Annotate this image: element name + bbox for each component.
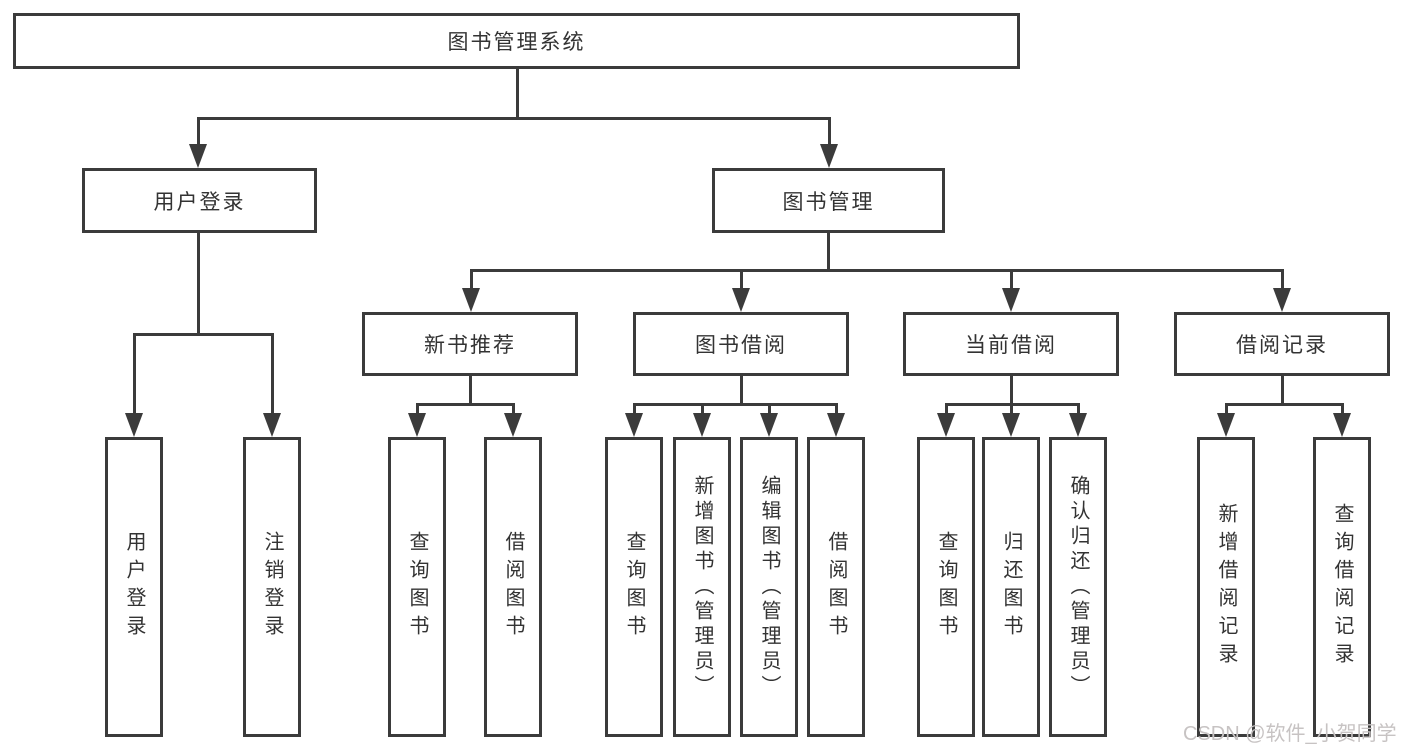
node-book-borrowing: 图书借阅 [633,312,849,376]
leaf-user-login-label: 用户登录 [123,531,145,643]
connector-line [1281,271,1284,290]
arrow-down-icon [1273,288,1291,312]
connector-line [416,406,419,415]
leaf-query-books-2: 查询图书 [605,437,663,737]
arrow-down-icon [263,413,281,437]
arrow-down-icon [760,413,778,437]
connector-line [1077,406,1080,415]
connector-line [133,336,136,415]
connector-line [740,271,743,290]
leaf-user-login: 用户登录 [105,437,163,737]
connector-line [740,376,743,406]
arrow-down-icon [1002,288,1020,312]
leaf-borrow-books-1-label: 借阅图书 [502,531,524,643]
arrow-down-icon [1217,413,1235,437]
connector-line [827,233,830,272]
connector-line [828,118,831,146]
leaf-add-book-admin: 新增图书（管理员） [673,437,731,737]
leaf-edit-book-admin-label: 编辑图书（管理员） [758,474,780,700]
connector-line [945,406,948,415]
leaf-query-books-3: 查询图书 [917,437,975,737]
arrow-down-icon [1333,413,1351,437]
node-user-login-label: 用户登录 [153,190,246,214]
leaf-borrow-books-2: 借阅图书 [807,437,865,737]
connector-line [701,406,704,415]
connector-line [197,118,200,146]
leaf-logout-label: 注销登录 [261,531,283,643]
node-user-login: 用户登录 [82,168,317,233]
leaf-query-books-2-label: 查询图书 [623,531,645,643]
connector-line [271,336,274,415]
arrow-down-icon [732,288,750,312]
arrow-down-icon [408,413,426,437]
leaf-confirm-return-admin: 确认归还（管理员） [1049,437,1107,737]
arrow-down-icon [937,413,955,437]
connector-line [197,117,831,120]
node-borrow-records: 借阅记录 [1174,312,1390,376]
connector-line [470,271,473,290]
leaf-edit-book-admin: 编辑图书（管理员） [740,437,798,737]
arrow-down-icon [693,413,711,437]
leaf-add-book-admin-label: 新增图书（管理员） [691,474,713,700]
arrow-down-icon [827,413,845,437]
node-library-system: 图书管理系统 [13,13,1020,69]
connector-line [1010,376,1013,406]
node-book-management-label: 图书管理 [782,190,875,214]
leaf-borrow-books-2-label: 借阅图书 [825,531,847,643]
leaf-borrow-books-1: 借阅图书 [484,437,542,737]
connector-line [470,269,1284,272]
connector-line [1010,406,1013,415]
connector-line [633,406,636,415]
connector-line [1281,376,1284,406]
node-library-system-label: 图书管理系统 [447,31,586,54]
connector-line [633,403,838,406]
leaf-query-books-1-label: 查询图书 [406,531,428,643]
node-new-book-recommend: 新书推荐 [362,312,578,376]
connector-line [945,403,1080,406]
connector-line [1341,406,1344,415]
connector-line [1225,406,1228,415]
leaf-confirm-return-admin-label: 确认归还（管理员） [1067,474,1089,700]
connector-line [516,69,519,118]
node-current-borrowing-label: 当前借阅 [965,334,1057,357]
connector-line [768,406,771,415]
connector-line [469,376,472,406]
leaf-query-books-1: 查询图书 [388,437,446,737]
csdn-watermark: CSDN @软件_小贺同学 [1183,723,1397,745]
leaf-query-books-3-label: 查询图书 [935,531,957,643]
node-book-borrowing-label: 图书借阅 [695,334,787,357]
leaf-add-borrow-record-label: 新增借阅记录 [1215,503,1237,671]
connector-line [416,403,515,406]
arrow-down-icon [1069,413,1087,437]
arrow-down-icon [1002,413,1020,437]
arrow-down-icon [189,144,207,168]
node-borrow-records-label: 借阅记录 [1236,334,1328,357]
connector-line [835,406,838,415]
arrow-down-icon [504,413,522,437]
leaf-add-borrow-record: 新增借阅记录 [1197,437,1255,737]
leaf-return-books-label: 归还图书 [1000,531,1022,643]
node-new-book-recommend-label: 新书推荐 [424,334,516,357]
connector-line [1010,271,1013,290]
arrow-down-icon [820,144,838,168]
leaf-return-books: 归还图书 [982,437,1040,737]
leaf-query-borrow-record-label: 查询借阅记录 [1331,503,1353,671]
arrow-down-icon [125,413,143,437]
connector-line [133,333,274,336]
node-current-borrowing: 当前借阅 [903,312,1119,376]
leaf-query-borrow-record: 查询借阅记录 [1313,437,1371,737]
connector-line [512,406,515,415]
arrow-down-icon [625,413,643,437]
connector-line [197,233,200,336]
leaf-logout: 注销登录 [243,437,301,737]
node-book-management: 图书管理 [712,168,945,233]
connector-line [1225,403,1344,406]
arrow-down-icon [462,288,480,312]
